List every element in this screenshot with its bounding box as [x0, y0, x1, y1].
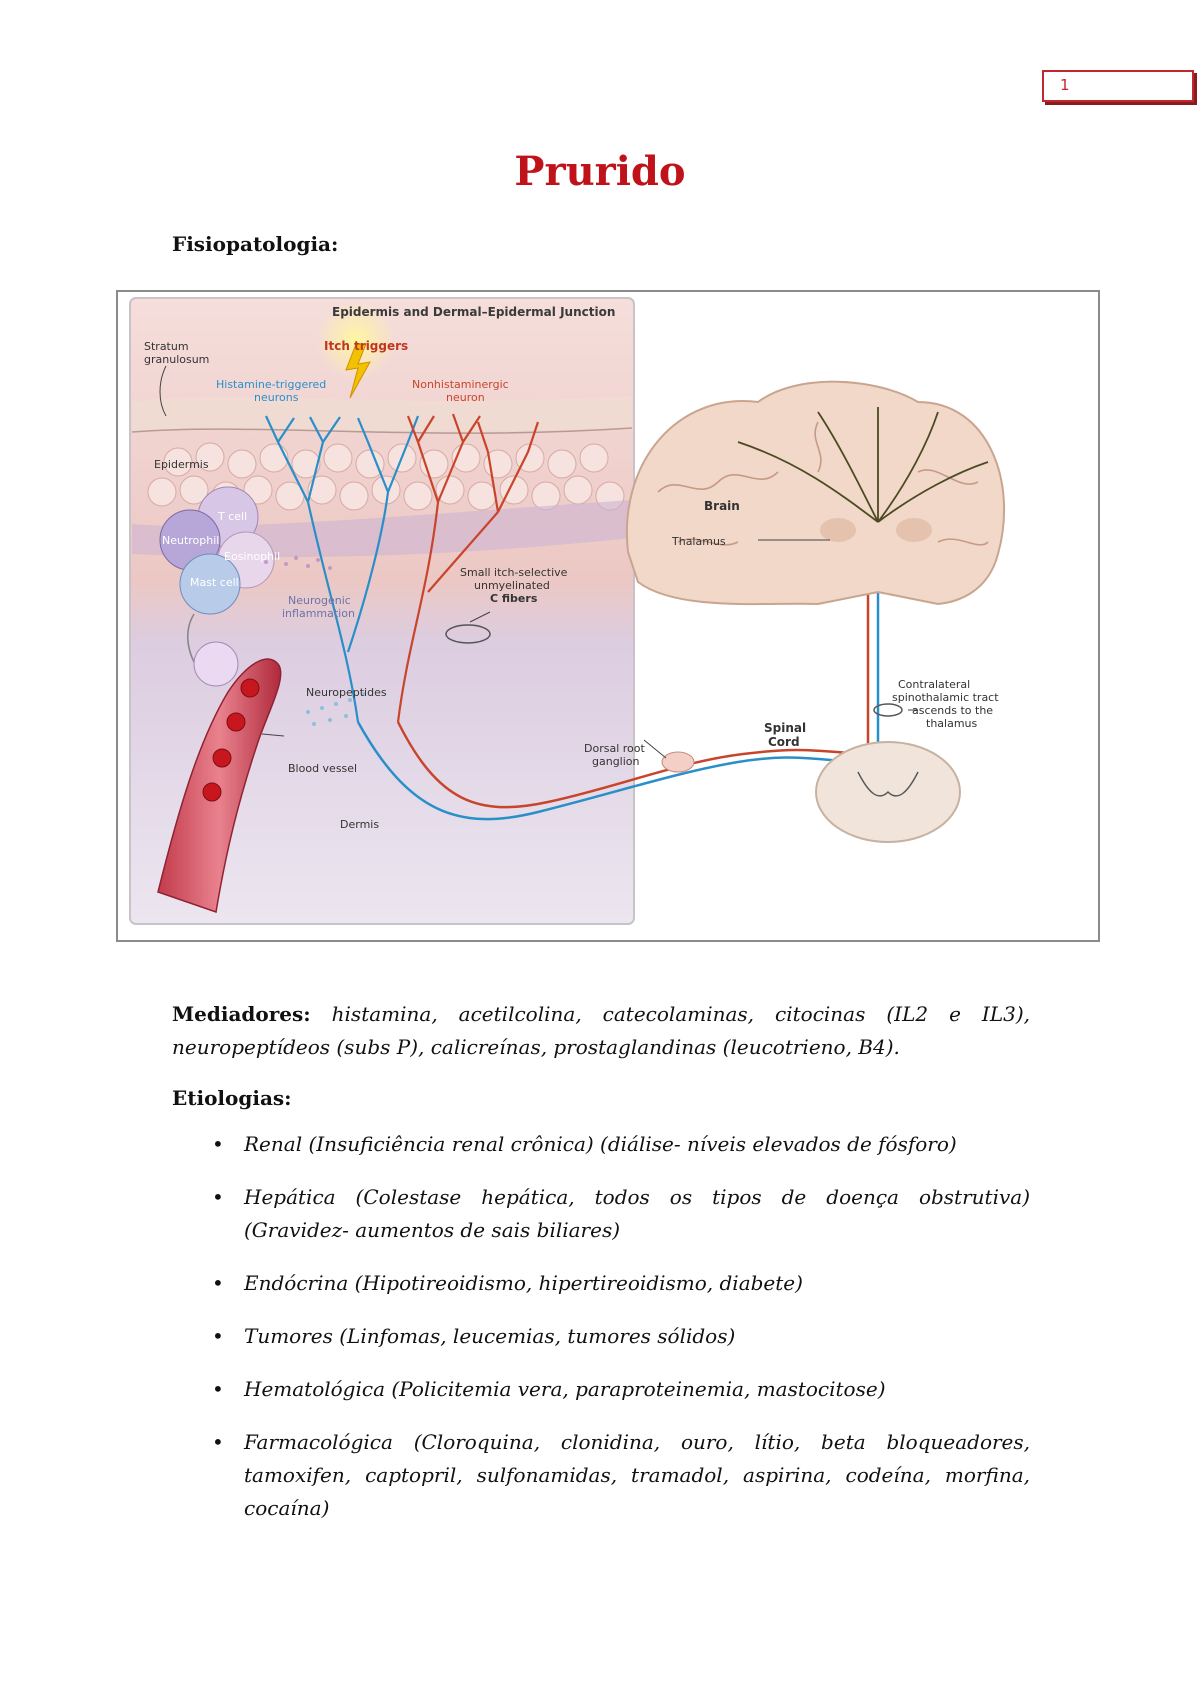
brain-illustration: [625, 380, 1006, 606]
tract-label-1: Contralateral: [898, 678, 970, 691]
list-item: • Renal (Insuficiência renal crônica) (di…: [172, 1128, 1030, 1161]
neuropeptides-label: Neuropeptides: [306, 686, 387, 699]
etiologies-list: • Renal (Insuficiência renal crônica) (di…: [172, 1128, 1030, 1545]
epidermis-label: Epidermis: [154, 458, 209, 471]
etiology-hematologic: Hematológica (Policitemia vera, paraprot…: [244, 1377, 886, 1401]
histamine-neurons: [265, 415, 420, 723]
page-number-badge: 1: [1042, 70, 1194, 102]
tract-label-3: ascends to the: [912, 704, 993, 717]
mediators-label: Mediadores:: [172, 1002, 311, 1026]
t-cell-label: T cell: [217, 510, 247, 523]
leukocyte: [193, 641, 239, 687]
panel-title: Epidermis and Dermal–Epidermal Junction: [332, 305, 615, 319]
c-fibers-label-3: C fibers: [490, 592, 538, 605]
mediators-paragraph: Mediadores: histamina, acetilcolina, cat…: [172, 998, 1030, 1064]
histamine-label-2: neurons: [254, 391, 299, 404]
c-fibers-label-2: unmyelinated: [474, 579, 550, 592]
etiology-hepatic: Hepática (Colestase hepática, todos os t…: [244, 1185, 1030, 1242]
etiology-endocrine: Endócrina (Hipotireoidismo, hipertireoid…: [244, 1271, 803, 1295]
histamine-label-1: Histamine-triggered: [216, 378, 326, 391]
nonhistaminergic-neuron: [396, 413, 540, 723]
neutrophil-label: Neutrophil: [162, 534, 219, 547]
itch-pathway-illustration: Epidermis and Dermal–Epidermal Junction …: [129, 297, 1006, 925]
stratum-label-1: Stratum: [144, 340, 189, 353]
etiology-pharmacologic: Farmacológica (Cloroquina, clonidina, ou…: [244, 1430, 1030, 1520]
dermis-label: Dermis: [340, 818, 379, 831]
c-fiber-blue: [356, 542, 880, 821]
etiology-renal: Renal (Insuficiência renal crônica) (diá…: [244, 1132, 957, 1156]
brain-label: Brain: [704, 499, 740, 513]
bullet-icon: •: [212, 1271, 224, 1295]
blood-vessel-label: Blood vessel: [288, 762, 357, 775]
mediators-text: histamina, acetilcolina, catecolaminas, …: [172, 1002, 1030, 1059]
spinal-label-1: Spinal: [764, 721, 806, 735]
tract-label-4: thalamus: [926, 717, 978, 730]
page-title: Prurido: [514, 148, 686, 195]
neurogenic-label-2: inflammation: [282, 607, 355, 620]
drg-label-1: Dorsal root: [584, 742, 645, 755]
itch-pathway-figure: Epidermis and Dermal–Epidermal Junction …: [116, 290, 1100, 942]
neurogenic-label-1: Neurogenic: [288, 594, 351, 607]
page-number: 1: [1060, 76, 1070, 94]
nonhistamine-label-2: neuron: [446, 391, 485, 404]
list-item: • Endócrina (Hipotireoidismo, hipertireoi…: [172, 1267, 1030, 1300]
bullet-icon: •: [212, 1430, 224, 1454]
mast-cell: [179, 553, 241, 615]
bullet-icon: •: [212, 1185, 224, 1209]
blood-vessel: [157, 658, 282, 913]
dorsal-root-ganglion: [661, 751, 695, 773]
itch-triggers-label: Itch triggers: [324, 339, 408, 353]
drg-label-2: ganglion: [592, 755, 640, 768]
eosinophil-label: Eosinophil: [224, 550, 280, 563]
etiologies-heading: Etiologias:: [172, 1086, 292, 1110]
lightning-bolt-icon: [345, 343, 371, 399]
list-item: • Hepática (Colestase hepática, todos os …: [172, 1181, 1030, 1247]
spinal-label-2: Cord: [768, 735, 800, 749]
list-item: • Farmacológica (Cloroquina, clonidina, o…: [172, 1426, 1030, 1525]
bullet-icon: •: [212, 1132, 224, 1156]
bullet-icon: •: [212, 1377, 224, 1401]
nonhistamine-label-1: Nonhistaminergic: [412, 378, 509, 391]
bullet-icon: •: [212, 1324, 224, 1348]
tract-label-2: spinothalamic tract: [892, 691, 999, 704]
c-fibers-label-1: Small itch-selective: [460, 566, 568, 579]
thalamic-projections: [737, 407, 989, 523]
physiopathology-heading: Fisiopatologia:: [172, 232, 339, 256]
etiology-tumors: Tumores (Linfomas, leucemias, tumores só…: [244, 1324, 736, 1348]
c-fiber-red: [396, 542, 870, 809]
list-item: • Hematológica (Policitemia vera, parapro…: [172, 1373, 1030, 1406]
thalamus-label: Thalamus: [671, 535, 726, 548]
mast-cell-label: Mast cell: [190, 576, 239, 589]
list-item: • Tumores (Linfomas, leucemias, tumores s…: [172, 1320, 1030, 1353]
stratum-label-2: granulosum: [144, 353, 209, 366]
